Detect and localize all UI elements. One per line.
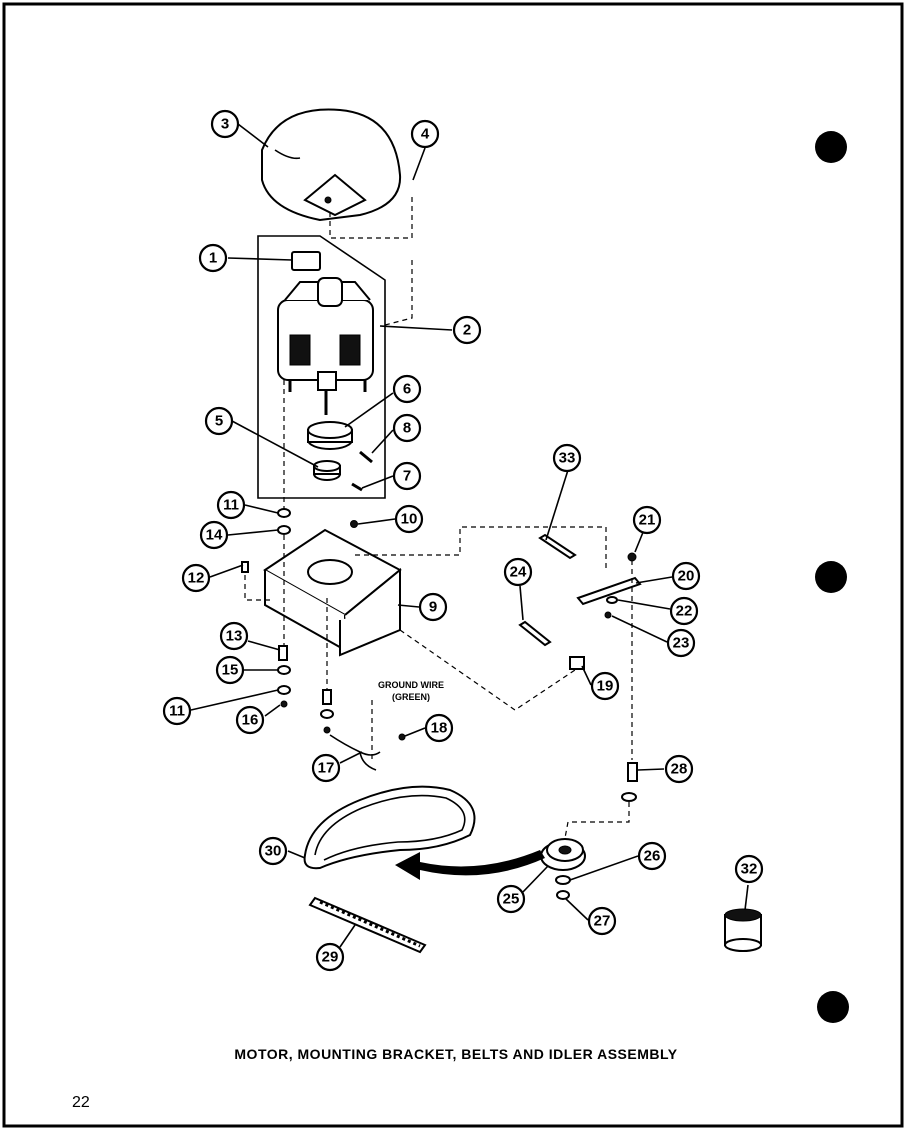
svg-text:14: 14 [206,527,223,544]
set-screw-8 [359,450,373,464]
callout-3: 3 [210,109,240,139]
drive-belt-part [303,785,476,870]
callout-26: 26 [637,841,667,871]
svg-text:1: 1 [209,250,217,267]
svg-text:6: 6 [403,381,411,398]
callout-1: 1 [198,243,228,273]
diagram-caption: MOTOR, MOUNTING BRACKET, BELTS AND IDLER… [234,1046,678,1062]
callout-29: 29 [315,942,345,972]
callout-32: 32 [734,854,764,884]
binder-hole-bottom [817,991,849,1023]
page-number: 22 [72,1094,90,1111]
callout-24: 24 [503,557,533,587]
callout-16: 16 [235,705,265,735]
svg-text:12: 12 [188,570,205,587]
svg-text:11: 11 [169,703,185,720]
connector-part [291,251,321,271]
small-pulley-part [313,460,341,481]
svg-text:16: 16 [242,712,259,729]
callout-4: 4 [410,119,440,149]
svg-text:25: 25 [503,891,520,908]
svg-text:19: 19 [597,678,614,695]
ground-wire-label-line2: (GREEN) [392,692,430,702]
svg-text:32: 32 [741,861,758,878]
svg-text:23: 23 [673,635,690,652]
part-32 [724,908,762,952]
svg-text:11: 11 [223,497,239,514]
set-screw-7 [351,482,363,492]
svg-text:15: 15 [222,662,239,679]
large-pulley-part [307,421,353,450]
callout-22: 22 [669,596,699,626]
callout-11b: 11 [162,696,192,726]
callout-27: 27 [587,906,617,936]
motor-panel-outline [257,235,386,499]
callout-14: 14 [199,520,229,550]
svg-text:28: 28 [671,761,688,778]
svg-text:29: 29 [322,949,339,966]
svg-text:22: 22 [676,603,693,620]
callout-15: 15 [215,655,245,685]
callout-17: 17 [311,753,341,783]
svg-text:4: 4 [421,126,430,143]
svg-text:7: 7 [403,468,411,485]
callout-6: 6 [392,374,422,404]
svg-text:26: 26 [644,848,661,865]
callout-13: 13 [219,621,249,651]
svg-text:21: 21 [639,512,656,529]
callout-2: 2 [452,315,482,345]
rotation-arrow [395,850,545,880]
svg-text:20: 20 [678,568,695,585]
svg-text:17: 17 [318,760,335,777]
callout-5: 5 [204,406,234,436]
callout-18: 18 [424,713,454,743]
callout-33: 33 [552,443,582,473]
callout-12: 12 [181,563,211,593]
callout-25: 25 [496,884,526,914]
svg-text:5: 5 [215,413,223,430]
svg-text:27: 27 [594,913,611,930]
svg-text:3: 3 [221,116,229,133]
svg-text:2: 2 [463,322,471,339]
motor-cover-part [261,108,402,222]
binder-hole-middle [815,561,847,593]
callout-8: 8 [392,413,422,443]
svg-text:33: 33 [559,450,576,467]
leader-lines [190,123,749,948]
cogged-belt-part [308,896,427,954]
callout-28: 28 [664,754,694,784]
idler-pulley-part [540,838,586,900]
motor-part [277,277,374,415]
svg-text:9: 9 [429,599,437,616]
callout-30: 30 [258,836,288,866]
svg-text:13: 13 [226,628,243,645]
svg-text:24: 24 [510,564,527,581]
callout-21: 21 [632,505,662,535]
callout-11a: 11 [216,490,246,520]
svg-text:30: 30 [265,843,282,860]
svg-text:18: 18 [431,720,448,737]
callout-7: 7 [392,461,422,491]
svg-text:10: 10 [401,511,418,528]
binder-hole-top [815,131,847,163]
assembly-dashed-lines [244,193,633,839]
callout-23: 23 [666,628,696,658]
callout-10: 10 [394,504,424,534]
callout-20: 20 [671,561,701,591]
callout-19: 19 [590,671,620,701]
ground-wire-label-line1: GROUND WIRE [378,680,444,690]
callout-9: 9 [418,592,448,622]
idler-parts [518,533,642,802]
svg-text:8: 8 [403,420,411,437]
mounting-bracket-part [263,528,402,657]
